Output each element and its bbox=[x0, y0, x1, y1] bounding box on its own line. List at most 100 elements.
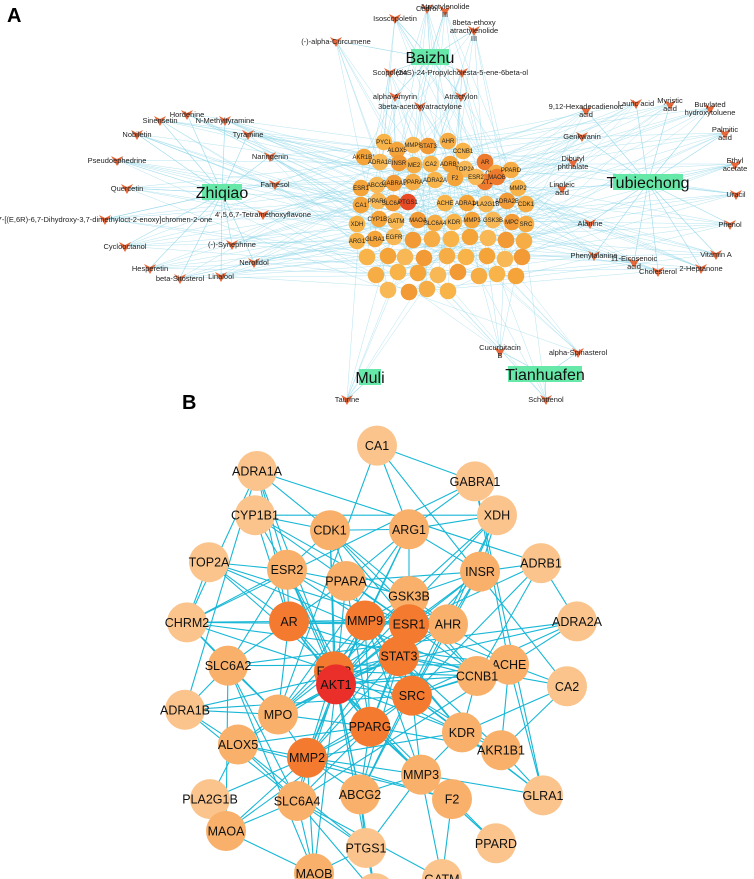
compound-target-edge bbox=[186, 113, 362, 189]
ppi-node: GLRA1 bbox=[523, 775, 564, 816]
target-node bbox=[496, 250, 514, 268]
compound-target-edge bbox=[376, 184, 731, 225]
ppi-node: INSR bbox=[460, 551, 500, 592]
target-label: ME2 bbox=[408, 163, 421, 169]
target-label: SLC6A4 bbox=[424, 221, 447, 227]
target-node: ARG1 bbox=[348, 232, 366, 250]
compound-arrow-icon bbox=[710, 250, 722, 260]
compound-target-edge bbox=[504, 103, 671, 260]
ppi-edge bbox=[296, 800, 364, 879]
target-label: ESR2 bbox=[468, 175, 484, 181]
compound-arrow-icon bbox=[257, 210, 269, 220]
target-node: CA1 bbox=[352, 196, 370, 214]
compound-target-edge bbox=[124, 184, 378, 247]
target-label: MMP3 bbox=[463, 218, 481, 224]
ppi-node-label: ADRA1A bbox=[232, 465, 283, 479]
target-node: PPARA bbox=[403, 173, 423, 191]
target-label: PPARA bbox=[403, 180, 423, 186]
ppi-node: SLC6A4 bbox=[274, 780, 320, 821]
compound-node: Taurine bbox=[335, 395, 359, 405]
compound-target-edge bbox=[231, 223, 358, 245]
target-node bbox=[400, 283, 418, 301]
compound-target-edge bbox=[396, 102, 637, 151]
compound-label: 4',5,6,7-Tetramethoxyflavone bbox=[215, 210, 311, 219]
compound-arrow-icon bbox=[226, 240, 238, 250]
compound-label: Phenol bbox=[718, 220, 742, 229]
ppi-node: GABRA1 bbox=[450, 461, 500, 502]
compound-target-edge bbox=[116, 159, 410, 293]
compound-label: III bbox=[442, 10, 448, 19]
ppi-node: AR bbox=[269, 601, 309, 642]
ppi-node-label: STAT3 bbox=[380, 650, 417, 664]
target-label: AHR bbox=[442, 139, 455, 145]
ppi-node-label: MMP2 bbox=[289, 751, 325, 765]
target-label: PPARG bbox=[368, 199, 389, 205]
ppi-node-label: ABCG2 bbox=[339, 788, 381, 802]
compound-target-edge bbox=[393, 182, 579, 353]
target-node: AHR bbox=[439, 132, 457, 150]
ppi-node-label: ACHE bbox=[492, 658, 527, 672]
compound-node: Cholesterol bbox=[639, 267, 677, 277]
compound-arrow-icon bbox=[219, 116, 231, 126]
target-node bbox=[367, 266, 385, 284]
compound-arrow-icon bbox=[584, 219, 596, 229]
compound-target-edge bbox=[124, 202, 394, 247]
compound-node: Atractylon bbox=[444, 92, 478, 102]
compound-arrow-icon bbox=[269, 180, 281, 190]
compound-label: III bbox=[471, 34, 477, 43]
ppi-edge bbox=[345, 580, 371, 727]
compound-target-edge bbox=[465, 223, 731, 258]
compound-target-edge bbox=[473, 29, 525, 242]
compound-target-edge bbox=[224, 119, 489, 239]
compound-label: Atractylenolide bbox=[420, 2, 469, 11]
compound-node: (-)-Synephrine bbox=[208, 240, 256, 250]
ppi-node-label: PPARG bbox=[349, 720, 392, 734]
compound-node: Sinensetin bbox=[142, 116, 178, 126]
compound-target-edge bbox=[149, 256, 467, 269]
target-label: MPO bbox=[505, 220, 519, 226]
compound-target-edge bbox=[335, 40, 381, 163]
ppi-node-label: AKT1 bbox=[320, 678, 351, 692]
target-label: MMP2 bbox=[509, 186, 527, 192]
target-node: STAT3 bbox=[419, 137, 438, 155]
compound-node: Hesperetin bbox=[132, 264, 168, 274]
ppi-node-label: AKR1B1 bbox=[477, 744, 525, 758]
compound-node: Pseudoephedrine bbox=[88, 156, 146, 166]
herb-node: Tubiechong bbox=[606, 174, 690, 192]
target-node: PYCL bbox=[375, 133, 392, 151]
target-label: TOP2A bbox=[455, 167, 475, 173]
compound-label: Isoscopoletin bbox=[373, 14, 417, 23]
ppi-node: SRC bbox=[392, 675, 432, 716]
compound-target-edge bbox=[397, 132, 726, 273]
herb-compound-edge bbox=[647, 182, 659, 272]
compound-node: Linalool bbox=[208, 272, 234, 282]
compound-arrow-icon bbox=[719, 129, 731, 139]
target-node bbox=[379, 281, 397, 299]
target-node bbox=[389, 263, 407, 281]
target-node: XDH bbox=[348, 215, 366, 233]
compound-target-edge bbox=[136, 133, 486, 183]
target-node bbox=[507, 267, 525, 285]
target-node: MMP2 bbox=[509, 179, 527, 197]
compound-label: acid bbox=[555, 188, 569, 197]
compound-label: acid bbox=[627, 262, 641, 271]
compound-label: Phenylalanine bbox=[570, 251, 617, 260]
compound-arrow-icon bbox=[111, 156, 123, 166]
compound-arrow-icon bbox=[468, 26, 480, 36]
ppi-node-label: CA1 bbox=[365, 439, 389, 453]
compound-target-edge bbox=[427, 145, 737, 195]
compound-arrow-icon bbox=[540, 395, 552, 405]
compound-label: Uracil bbox=[726, 190, 746, 199]
target-label: PTGS1 bbox=[398, 200, 418, 206]
target-label: MMP9 bbox=[404, 143, 422, 149]
compound-target-edge bbox=[220, 202, 446, 277]
target-label: PLA2G1B bbox=[473, 202, 500, 208]
compound-node: Uracil bbox=[726, 190, 746, 200]
compound-label: atractylenolide bbox=[450, 26, 498, 35]
ppi-node: KDR bbox=[442, 712, 482, 753]
ppi-node: CA2 bbox=[547, 666, 587, 707]
compound-target-edge bbox=[484, 107, 711, 183]
